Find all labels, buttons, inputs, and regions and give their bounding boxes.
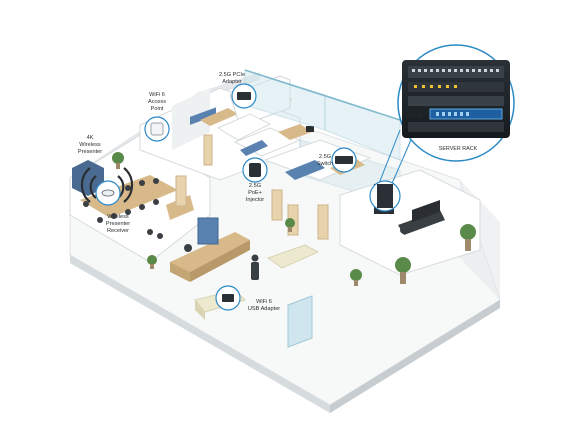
server-rack-icon [397, 44, 515, 162]
label-presenter-4k-line3: Presenter [78, 149, 102, 155]
glass-door [287, 295, 313, 348]
label-poe-line2: PoE+ [248, 190, 262, 196]
label-server-rack: SERVER RACK [439, 146, 478, 152]
label-pcie-line2: Adapter [222, 79, 242, 85]
label-switch-line2: Switch [317, 161, 333, 167]
label-access-point-line1: WiFi 6 [149, 92, 165, 98]
label-receiver-line3: Receiver [107, 228, 129, 234]
label-poe-line3: Injector [246, 197, 264, 203]
lobby-couch [266, 244, 320, 269]
label-access-point-line2: Access [148, 99, 166, 105]
label-usb-line2: USB Adapter [248, 306, 280, 312]
label-tpi: TPI-06 [407, 114, 424, 120]
label-presenter-4k-line2: Wireless [79, 142, 101, 148]
label-presenter-4k-line1: 4K [87, 135, 94, 141]
label-receiver-line2: Presenter [106, 221, 130, 227]
wall-display [72, 160, 104, 196]
device-labels: 4K Wireless Presenter WiFi 6 Access Poin… [78, 72, 478, 312]
label-pcie-line1: 2.5G PCIe [219, 72, 245, 78]
label-access-point-line3: Point [151, 106, 164, 112]
callout-circle-icon [95, 83, 401, 311]
label-poe-line1: 2.5G [249, 183, 261, 189]
conference-door [175, 175, 187, 207]
label-receiver-line1: Wireless [107, 214, 129, 220]
person-icon [251, 254, 259, 280]
label-switch-line1: 2.5G [319, 154, 331, 160]
callout-lines [377, 129, 415, 189]
reception-desk [170, 232, 250, 272]
control-desk [398, 210, 445, 235]
label-usb-line1: WiFi 6 [256, 299, 272, 305]
plant-icon [112, 152, 476, 286]
filing-cabinet [197, 217, 219, 245]
